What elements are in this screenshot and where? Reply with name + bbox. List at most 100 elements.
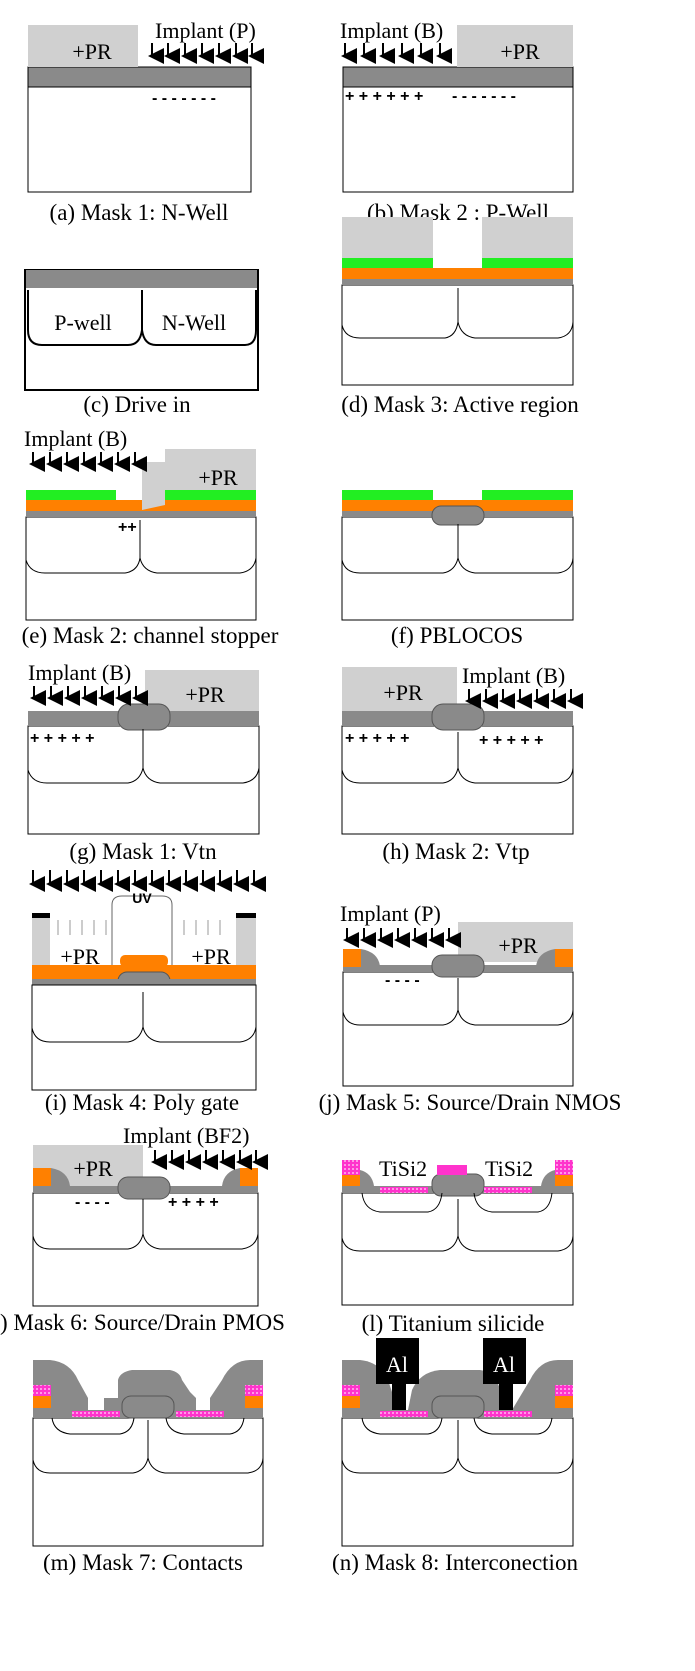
- spacer-right: [536, 949, 555, 966]
- pr-label-right: +PR: [191, 944, 231, 969]
- locos-oxide: [431, 1395, 485, 1419]
- n-well-boundary: [142, 992, 257, 1043]
- nitride-left: [342, 258, 433, 268]
- oxide-layer: [342, 66, 574, 88]
- al-label-left: Al: [386, 1352, 408, 1377]
- p-well-boundary: [25, 520, 141, 574]
- tisi-label-left: TiSi2: [379, 1156, 427, 1181]
- nplus-junction: [51, 1417, 135, 1435]
- panel-i: UV +PR +PR (i) Mask 4: Poly gate: [29, 870, 266, 1115]
- photoresist: [342, 667, 457, 711]
- panel-j: +PR Implant (P) - - - - (j) Mask 5: Sour…: [319, 901, 622, 1115]
- implant-arrows: [465, 689, 583, 709]
- oxide-layer: [32, 979, 256, 985]
- p-well-boundary: [27, 290, 143, 346]
- panel-d: (d) Mask 3: Active region: [341, 217, 579, 417]
- spacer-left: [51, 1168, 70, 1186]
- p-well-boundary: [341, 520, 459, 574]
- al-label-right: Al: [493, 1352, 515, 1377]
- p-well-label: P-well: [54, 310, 111, 335]
- n-well-label: N-Well: [162, 310, 226, 335]
- substrate: [31, 984, 257, 1091]
- n-well-boundary: [142, 1199, 259, 1250]
- photoresist-left: [342, 217, 433, 258]
- implant-label: Implant (B): [340, 18, 443, 43]
- panel-a: +PR Implant (P) - - - - - - - (a) Mask 1…: [27, 18, 264, 225]
- aluminum-pad-right: [483, 1338, 526, 1384]
- implant-arrows: [30, 686, 148, 706]
- n-well-boundary: [139, 520, 257, 574]
- gate-silicide: [437, 1165, 467, 1175]
- charge-right: + + + + +: [479, 732, 544, 749]
- charge-marks: - - - -: [385, 972, 420, 989]
- pplus-junction: [165, 1417, 245, 1435]
- pad-oxide-layer: [26, 500, 256, 511]
- p-well-boundary: [27, 729, 144, 784]
- spacer-left: [360, 1170, 374, 1186]
- n-well-boundary: [457, 288, 574, 339]
- silicide-left: [33, 1385, 51, 1396]
- aluminum-via-left: [392, 1384, 406, 1410]
- photoresist-right: [482, 217, 573, 258]
- dielectric-step: [104, 1398, 118, 1410]
- spacer-right: [541, 1170, 555, 1186]
- caption-i: (i) Mask 4: Poly gate: [45, 1090, 239, 1115]
- implant-arrows: [341, 43, 452, 64]
- tisi-label-right: TiSi2: [485, 1156, 533, 1181]
- charge-marks: - - - - - - -: [152, 90, 216, 107]
- uv-arrows: [29, 870, 266, 892]
- caption-h: (h) Mask 2: Vtp: [382, 839, 529, 864]
- nitride-left: [26, 490, 116, 500]
- n-well-boundary: [147, 1420, 264, 1474]
- poly-left: [343, 949, 361, 967]
- substrate: [27, 86, 252, 193]
- panel-k: +PR Implant (BF2) - - - - + + + + ) Mask…: [0, 1123, 285, 1335]
- nplus-junction: [361, 1192, 443, 1213]
- uv-mask-window: [111, 895, 173, 966]
- poly-left: [33, 1168, 51, 1186]
- nitride-right: [482, 258, 573, 268]
- panel-h: +PR Implant (B) + + + + + + + + + + (h) …: [341, 663, 583, 864]
- p-well-boundary: [32, 1197, 144, 1250]
- oxide-layer: [26, 270, 257, 288]
- poly-left: [342, 1396, 360, 1408]
- charge-marks: + + + + +: [30, 730, 95, 747]
- mask-edge-right: [236, 913, 256, 918]
- n-well-boundary: [457, 1199, 574, 1252]
- panel-c: P-well N-Well (c) Drive in: [24, 269, 259, 417]
- panel-e: +PR Implant (B) ++ (e) Mask 2: channel s…: [22, 426, 279, 648]
- locos-oxide: [431, 1173, 485, 1197]
- spacer-left: [361, 949, 380, 966]
- caption-d: (d) Mask 3: Active region: [341, 392, 579, 417]
- p-well-boundary: [341, 729, 459, 784]
- pr-label: +PR: [72, 39, 112, 64]
- photoresist: [28, 25, 138, 67]
- pr-label: +PR: [500, 39, 540, 64]
- nitride-right: [482, 490, 573, 500]
- uv-exposure-lines: [57, 920, 221, 935]
- pr-label-left: +PR: [60, 944, 100, 969]
- locos-oxide: [431, 505, 485, 526]
- nitride-right: [165, 490, 256, 500]
- caption-f: (f) PBLOCOS: [391, 623, 523, 648]
- caption-l: (l) Titanium silicide: [362, 1311, 545, 1336]
- implant-label: Implant (P): [340, 901, 441, 926]
- oxide-layer: [342, 279, 573, 285]
- caption-m: (m) Mask 7: Contacts: [43, 1550, 243, 1575]
- locos-oxide: [117, 703, 171, 731]
- implant-label: Implant (P): [155, 18, 256, 43]
- panel-g: +PR Implant (B) + + + + + (g) Mask 1: Vt…: [27, 660, 260, 864]
- aluminum-pad-left: [376, 1338, 419, 1384]
- implant-label: Implant (BF2): [123, 1123, 250, 1148]
- poly-right: [555, 1175, 573, 1186]
- caption-a: (a) Mask 1: N-Well: [50, 200, 229, 225]
- photoresist: [145, 670, 259, 711]
- n-well-boundary: [457, 732, 574, 784]
- panel-m: (m) Mask 7: Contacts: [32, 1360, 264, 1575]
- caption-n: (n) Mask 8: Interconection: [332, 1550, 578, 1575]
- poly-right: [245, 1396, 263, 1408]
- p-well-boundary: [31, 990, 144, 1043]
- poly-right: [240, 1168, 258, 1186]
- poly-gate: [120, 955, 168, 967]
